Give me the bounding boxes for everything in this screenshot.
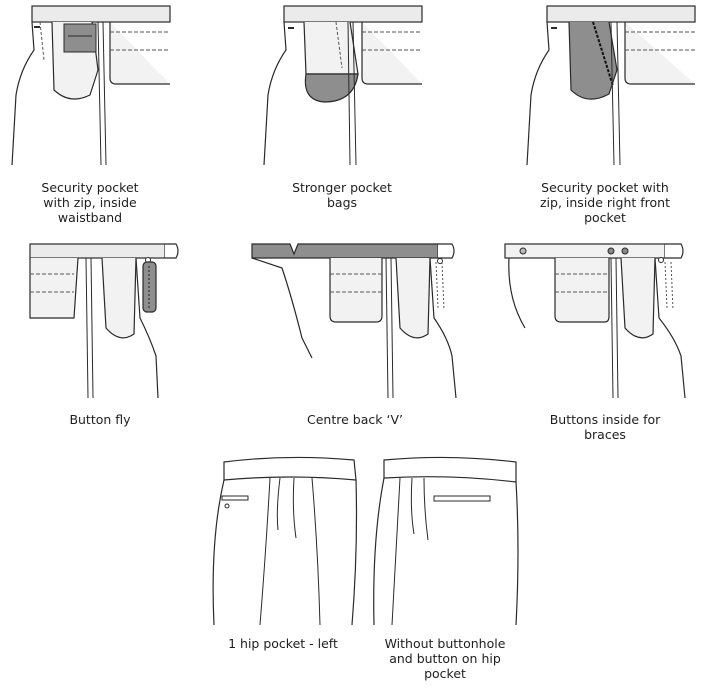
caption-without-buttonhole: Without buttonhole and button on hip poc… [384, 636, 506, 681]
caption-hip-pocket-left: 1 hip pocket - left [228, 636, 338, 651]
illustration-stronger-pocket-bags [262, 0, 423, 166]
illustration-button-fly [29, 238, 180, 399]
illustration-buttons-for-braces [504, 238, 705, 399]
illustration-centre-back-v [251, 238, 472, 399]
illustration-hip-pocket-left [208, 450, 358, 630]
illustration-without-buttonhole [370, 450, 520, 630]
caption-centre-back-v: Centre back ‘V’ [307, 412, 403, 427]
caption-security-pocket-front: Security pocket with zip, inside right f… [540, 180, 670, 225]
caption-button-fly: Button fly [69, 412, 131, 427]
caption-buttons-for-braces: Buttons inside for braces [549, 412, 661, 442]
caption-stronger-pocket-bags: Stronger pocket bags [292, 180, 392, 210]
illustration-security-pocket-waistband [10, 0, 171, 166]
caption-security-pocket-waistband: Security pocket with zip, inside waistba… [41, 180, 139, 225]
illustration-security-pocket-front [525, 0, 696, 166]
